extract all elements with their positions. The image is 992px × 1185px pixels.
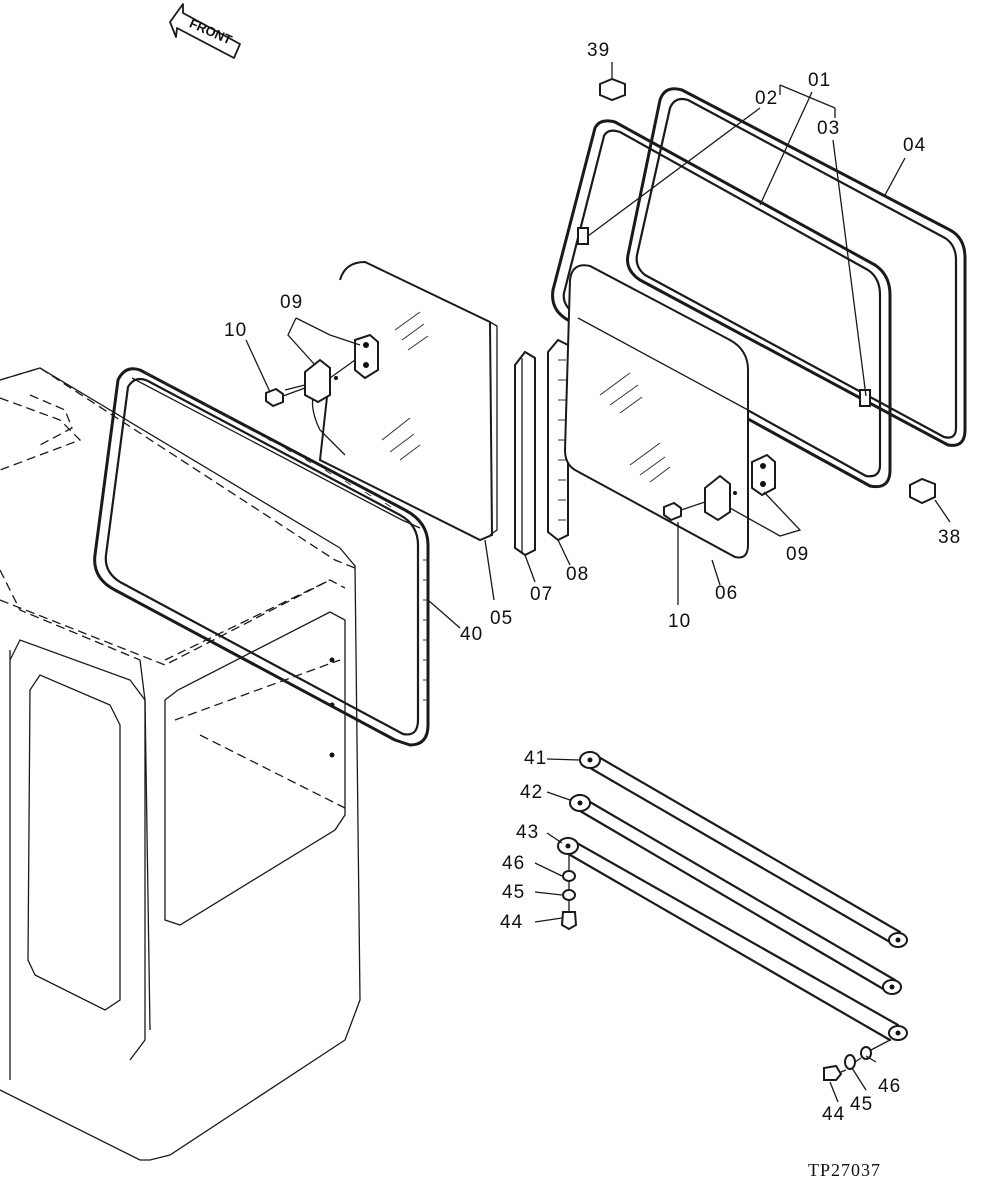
leader-lines xyxy=(245,62,951,1103)
label-02: 02 xyxy=(755,88,778,109)
callout-labels: 39 01 02 03 04 09 10 38 09 08 07 06 05 1… xyxy=(224,40,961,1180)
label-10-left: 10 xyxy=(224,320,247,341)
label-08: 08 xyxy=(566,564,589,585)
frame-01 xyxy=(551,119,892,489)
seal-strip-07 xyxy=(514,350,536,557)
label-05: 05 xyxy=(490,608,513,629)
cab-body xyxy=(0,367,361,1161)
hinge-right xyxy=(704,453,776,522)
label-09-right: 09 xyxy=(786,544,809,565)
rear-glass-05 xyxy=(311,260,498,542)
bolt-10-left xyxy=(265,387,306,408)
label-40: 40 xyxy=(460,624,483,645)
label-06: 06 xyxy=(715,583,738,604)
label-42: 42 xyxy=(520,782,543,803)
front-label: FRONT xyxy=(187,15,234,47)
label-41: 41 xyxy=(524,748,547,769)
label-38: 38 xyxy=(938,527,961,548)
stay-43 xyxy=(557,836,908,1042)
block-38 xyxy=(909,477,936,505)
label-04: 04 xyxy=(903,135,926,156)
label-03: 03 xyxy=(817,118,840,139)
label-44-left: 44 xyxy=(500,912,523,933)
fastener-stack-left xyxy=(560,854,578,931)
label-09-left: 09 xyxy=(280,292,303,313)
label-43: 43 xyxy=(516,822,539,843)
sliding-glass-06 xyxy=(563,264,749,559)
front-arrow-icon: FRONT xyxy=(169,3,241,59)
label-01: 01 xyxy=(808,70,831,91)
label-45-left: 45 xyxy=(502,882,525,903)
label-44-right: 44 xyxy=(822,1104,845,1125)
label-46-left: 46 xyxy=(502,853,525,874)
rear-window-gasket xyxy=(93,367,430,747)
block-39 xyxy=(599,77,626,102)
frame-04 xyxy=(626,87,967,447)
label-07: 07 xyxy=(530,584,553,605)
bolt-10-right xyxy=(663,501,706,522)
label-45-right: 45 xyxy=(850,1094,873,1115)
drawing-code: TP27037 xyxy=(808,1160,881,1180)
label-46-right: 46 xyxy=(878,1076,901,1097)
stay-42 xyxy=(569,793,902,995)
label-39: 39 xyxy=(587,40,610,61)
label-10-right: 10 xyxy=(668,611,691,632)
seal-strip-08 xyxy=(547,338,569,542)
fastener-stack-right xyxy=(823,1039,891,1081)
stay-41 xyxy=(579,750,908,948)
hinge-left xyxy=(284,333,379,404)
